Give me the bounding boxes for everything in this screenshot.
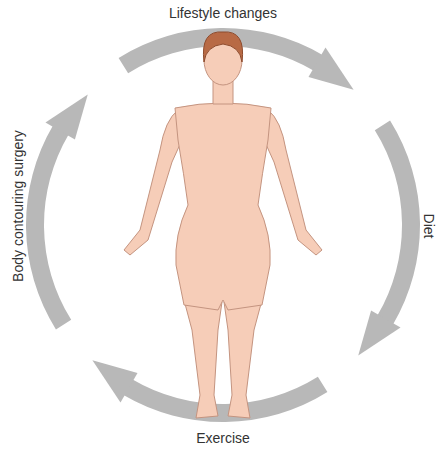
cycle-arrows: [26, 28, 420, 422]
cycle-arrow-head: [92, 360, 137, 402]
cycle-arrow-head: [309, 47, 354, 89]
arm: [264, 110, 322, 255]
hair: [203, 32, 242, 62]
cycle-arrow-body: [26, 125, 71, 329]
arm: [124, 110, 182, 255]
cycle-arrow-head: [45, 94, 87, 139]
cycle-arrow-head: [358, 311, 400, 356]
cycle-step-label: Exercise: [196, 431, 250, 446]
human-figure: [124, 32, 322, 418]
cycle-step-label: Lifestyle changes: [169, 6, 277, 21]
torso: [175, 103, 271, 310]
cycle-arrow-body: [375, 121, 420, 325]
leg: [224, 300, 262, 418]
leg: [184, 300, 222, 418]
cycle-step-label: Diet: [420, 214, 435, 239]
cycle-step-label: Body contouring surgery: [11, 130, 26, 282]
cycle-arrow-body: [123, 377, 327, 422]
